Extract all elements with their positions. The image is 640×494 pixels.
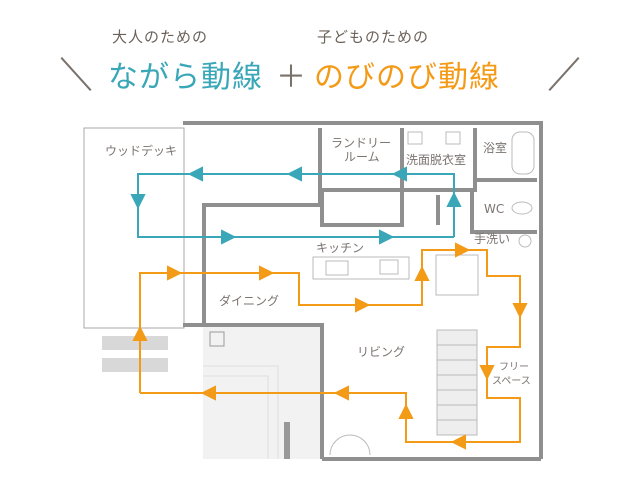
arrow-up-icon (132, 325, 148, 341)
arrow-left-icon (391, 166, 407, 182)
child-flow-path (132, 242, 528, 450)
plus-sign: ＋ (276, 60, 307, 95)
wood-deck-outline (83, 127, 185, 329)
adult-flow-path (130, 166, 462, 245)
laundry-label-2: ルーム (344, 150, 380, 164)
arrow-left-icon (187, 166, 203, 182)
washroom-label: 洗面脱衣室 (406, 152, 466, 167)
arrow-up-icon (446, 191, 462, 207)
arrow-right-icon (355, 297, 371, 313)
fixtures (312, 131, 535, 456)
arrow-right-icon (167, 265, 183, 281)
arrow-left-icon (200, 385, 216, 401)
arrow-right-icon (259, 265, 275, 281)
arrow-down-icon (512, 303, 528, 319)
arrow-right-icon (221, 229, 237, 245)
step (102, 358, 168, 372)
free-space-label-2: スペース (492, 376, 531, 387)
living-label: リビング (357, 345, 405, 359)
child-flow-title: のびのび動線 (314, 60, 500, 95)
laundry-label-1: ランドリー (331, 136, 391, 150)
child-subtitle: 子どものための (317, 28, 430, 46)
arrow-down-icon (130, 194, 146, 210)
arrow-left-icon (450, 434, 466, 450)
arrow-left-icon (286, 166, 302, 182)
arrow-right-icon (379, 229, 395, 245)
dining-label: ダイニング (219, 293, 279, 308)
adult-flow-title: ながら動線 (108, 60, 263, 95)
arrow-up-icon (414, 265, 430, 281)
kitchen-label: キッチン (316, 241, 364, 255)
wc-label: WC (484, 202, 504, 216)
arrow-right-icon (455, 242, 471, 258)
walls (183, 121, 543, 461)
adult-subtitle: 大人のための (112, 28, 209, 46)
bath-label: 浴室 (483, 140, 507, 155)
arrow-left-icon (333, 385, 349, 401)
wood-deck-label: ウッドデッキ (105, 143, 177, 158)
entrance-step-lines (203, 365, 279, 459)
arrow-down-icon (479, 365, 495, 381)
handwash-label: 手洗い (474, 232, 510, 246)
step (102, 336, 168, 350)
sink-fixture (209, 331, 225, 347)
shoe-rack (284, 422, 290, 459)
free-space-label-1: フリー (499, 362, 529, 373)
arrow-up-icon (398, 403, 414, 419)
